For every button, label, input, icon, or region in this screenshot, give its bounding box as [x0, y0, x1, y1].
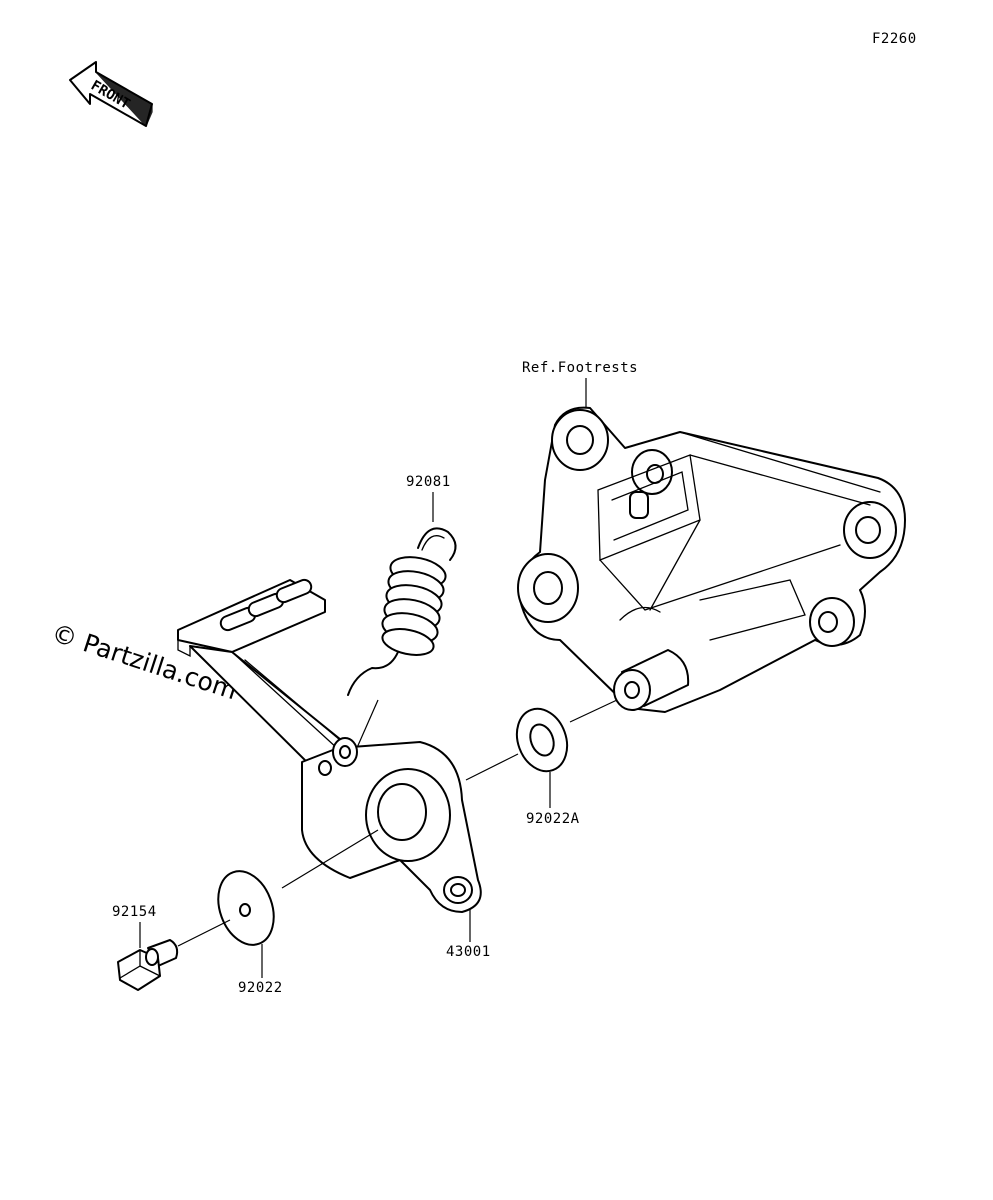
part-label-43001: 43001	[446, 944, 491, 960]
return-spring	[347, 527, 457, 696]
washer-92022a	[515, 707, 569, 773]
reference-label: Ref.Footrests	[522, 360, 638, 376]
spring-to-pedal-line	[355, 699, 379, 751]
bolt	[117, 939, 179, 991]
brake-pedal	[177, 578, 482, 913]
part-label-92022a: 92022A	[526, 811, 580, 827]
washer-to-pedal-line	[465, 753, 519, 781]
part-label-92022: 92022	[238, 980, 283, 996]
front-direction-arrow: FRONT	[69, 61, 153, 128]
part-label-92081: 92081	[406, 474, 451, 490]
footrest-bracket	[517, 406, 906, 713]
pedal-to-washer-line	[281, 829, 379, 889]
part-label-92154: 92154	[112, 904, 157, 920]
figure-code: F2260	[872, 31, 917, 47]
washer-to-bolt-line	[177, 919, 231, 947]
shaft-to-washer-line	[569, 699, 618, 723]
washer-92022	[217, 870, 275, 946]
